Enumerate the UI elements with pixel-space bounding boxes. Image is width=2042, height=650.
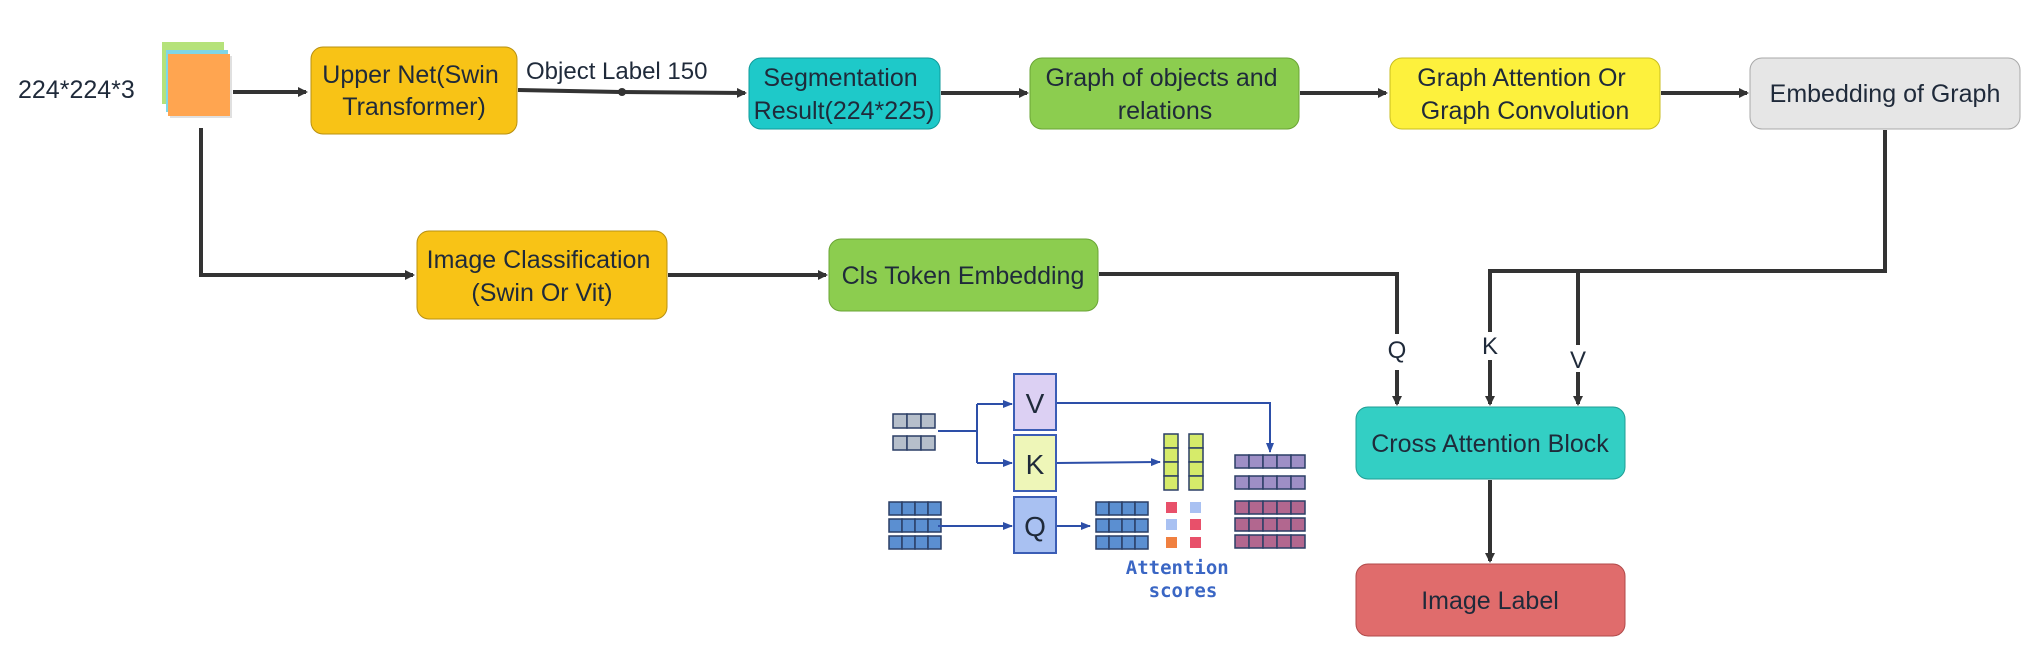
node-cls-token: Cls Token Embedding (828, 238, 1099, 312)
sticky-note-stack-icon (162, 42, 232, 118)
key-token-column (1163, 433, 1179, 491)
v-edge-label: V (1570, 347, 1586, 374)
q-box-label: Q (1024, 511, 1046, 542)
graph-attention-line-2: Graph Convolution (1421, 97, 1629, 125)
node-graph-attention: Graph Attention Or Graph Convolution (1389, 57, 1661, 130)
query-input-token-row (888, 518, 942, 533)
image-label-line-1: Image Label (1421, 587, 1559, 615)
graph-objects-line-2: relations (1118, 97, 1213, 125)
v-box-label: V (1026, 388, 1045, 419)
query-token-row (1095, 518, 1149, 533)
inset-arrow-k-to-keys (1056, 458, 1161, 467)
gray-token-rows (892, 413, 936, 451)
value-token-row (1234, 454, 1306, 469)
edge-waypoint-dot (618, 88, 626, 96)
query-token-row (1095, 501, 1149, 516)
embedding-graph-line-1: Embedding of Graph (1770, 80, 2001, 108)
value-token-rows (1234, 454, 1306, 549)
image-classification-line-1: Image Classification (427, 246, 651, 274)
svg-text:Graph Attention Or Graph: Graph Attention Or Graph Convolution (1417, 64, 1632, 125)
graph-attention-line-1: Graph Attention Or (1417, 64, 1625, 92)
key-token-columns (1163, 433, 1204, 491)
object-label-edge-text: Object Label 150 (526, 58, 707, 85)
segmentation-line-1: Segmentation (763, 64, 917, 92)
edge-input-to-image-classification (199, 128, 415, 280)
cls-token-line-1: Cls Token Embedding (842, 262, 1085, 290)
edge-cls-token-to-q (1099, 272, 1399, 334)
value-token-row (1234, 534, 1306, 549)
svg-text:Attention scores: Attention scores (1126, 557, 1240, 602)
svg-text:Graph of objects and rel: Graph of objects and relations (1045, 64, 1284, 125)
upper-net-line-1: Upper Net(Swin (322, 61, 498, 89)
attention-scores-line-2: scores (1149, 580, 1218, 602)
graph-objects-line-1: Graph of objects and (1045, 64, 1277, 92)
svg-text:Image Label: Image Label (1421, 587, 1559, 615)
segmentation-line-2: Result(224*225) (754, 97, 935, 125)
svg-text:Segmentation Result(224*: Segmentation Result(224*225) (754, 64, 935, 125)
q-projection-box: Q (1013, 496, 1057, 554)
node-image-label: Image Label (1355, 563, 1626, 637)
query-input-token-row (888, 535, 942, 550)
gray-token-row (892, 413, 936, 429)
attention-scores-line-1: Attention (1126, 557, 1229, 579)
svg-text:Image Classification (Sw: Image Classification (Swin Or Vit) (427, 246, 658, 307)
input-size-label: 224*224*3 (18, 76, 135, 104)
k-projection-box: K (1013, 434, 1057, 492)
node-image-classification: Image Classification (Swin Or Vit) (416, 230, 668, 320)
key-token-column (1188, 433, 1204, 491)
inset-arrow-v-to-values (1057, 402, 1274, 453)
query-input-token-row (888, 501, 942, 516)
v-projection-box: V (1013, 373, 1057, 431)
edges (199, 87, 1887, 563)
node-graph-of-objects: Graph of objects and relations (1029, 57, 1300, 130)
edge-upper-net-to-segmentation (517, 87, 747, 98)
attention-score-dots (1166, 502, 1201, 548)
node-cross-attention: Cross Attention Block (1355, 406, 1626, 480)
node-segmentation: Segmentation Result(224*225) (748, 57, 941, 130)
svg-text:Embedding of Graph: Embedding of Graph (1770, 80, 2001, 108)
upper-net-line-2: Transformer) (342, 93, 486, 121)
svg-text:Upper Net(Swin Transform: Upper Net(Swin Transformer) (322, 61, 505, 121)
svg-text:Cross Attention Block: Cross Attention Block (1371, 430, 1609, 458)
cross-attention-line-1: Cross Attention Block (1371, 430, 1609, 458)
svg-text:Cls Token Embedding: Cls Token Embedding (842, 262, 1085, 290)
image-classification-line-2: (Swin Or Vit) (471, 279, 612, 307)
gray-token-row (892, 435, 936, 451)
value-token-row (1234, 517, 1306, 532)
query-token-rows (1095, 501, 1149, 550)
query-input-token-rows (888, 501, 942, 550)
attention-illustration: V K Q Attention scores (888, 373, 1306, 602)
k-box-label: K (1026, 449, 1045, 480)
node-upper-net: Upper Net(Swin Transformer) (310, 46, 518, 135)
edge-embedding-to-k (1488, 130, 1887, 332)
k-edge-label: K (1482, 333, 1498, 360)
value-token-row (1234, 500, 1306, 515)
q-edge-label: Q (1388, 337, 1407, 364)
query-token-row (1095, 535, 1149, 550)
value-token-row (1234, 475, 1306, 490)
node-embedding-of-graph: Embedding of Graph (1749, 57, 2021, 130)
